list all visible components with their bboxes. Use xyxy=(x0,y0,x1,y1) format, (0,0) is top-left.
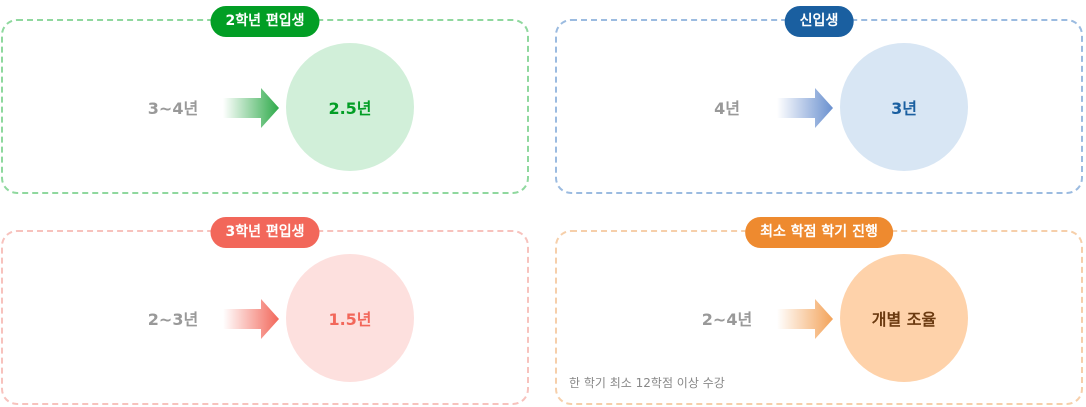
reduced-duration-circle: 2.5년 xyxy=(286,43,414,171)
reduced-duration-circle: 3년 xyxy=(840,43,968,171)
arrow-right-icon xyxy=(223,299,279,339)
card-minimum-credit: 최소 학점 학기 진행 2~4년 개별 조율 한 학기 최소 12학점 이상 수… xyxy=(555,217,1083,405)
arrow-right-icon xyxy=(777,88,833,128)
original-duration: 4년 xyxy=(714,99,740,118)
footnote: 한 학기 최소 12학점 이상 수강 xyxy=(569,376,725,390)
arrow-right-icon xyxy=(777,299,833,339)
reduced-duration: 3년 xyxy=(891,99,917,118)
card-3rd-year-transfer: 3학년 편입생 2~3년 1.5년 xyxy=(1,217,529,405)
card-title-badge: 최소 학점 학기 진행 xyxy=(745,217,893,248)
card-title-badge: 3학년 편입생 xyxy=(210,217,320,248)
card-2nd-year-transfer: 2학년 편입생 3~4년 2.5년 xyxy=(1,6,529,194)
original-duration: 2~4년 xyxy=(701,310,753,329)
arrow-right-icon xyxy=(223,88,279,128)
original-duration: 2~3년 xyxy=(147,310,199,329)
reduced-duration: 2.5년 xyxy=(328,99,372,118)
reduced-duration: 1.5년 xyxy=(328,310,372,329)
reduced-duration: 개별 조율 xyxy=(871,310,937,329)
reduced-duration-circle: 개별 조율 xyxy=(840,254,968,382)
card-freshman: 신입생 4년 3년 xyxy=(555,6,1083,194)
card-title-badge: 신입생 xyxy=(784,6,854,37)
reduced-duration-circle: 1.5년 xyxy=(286,254,414,382)
original-duration: 3~4년 xyxy=(147,99,199,118)
card-title-badge: 2학년 편입생 xyxy=(210,6,320,37)
